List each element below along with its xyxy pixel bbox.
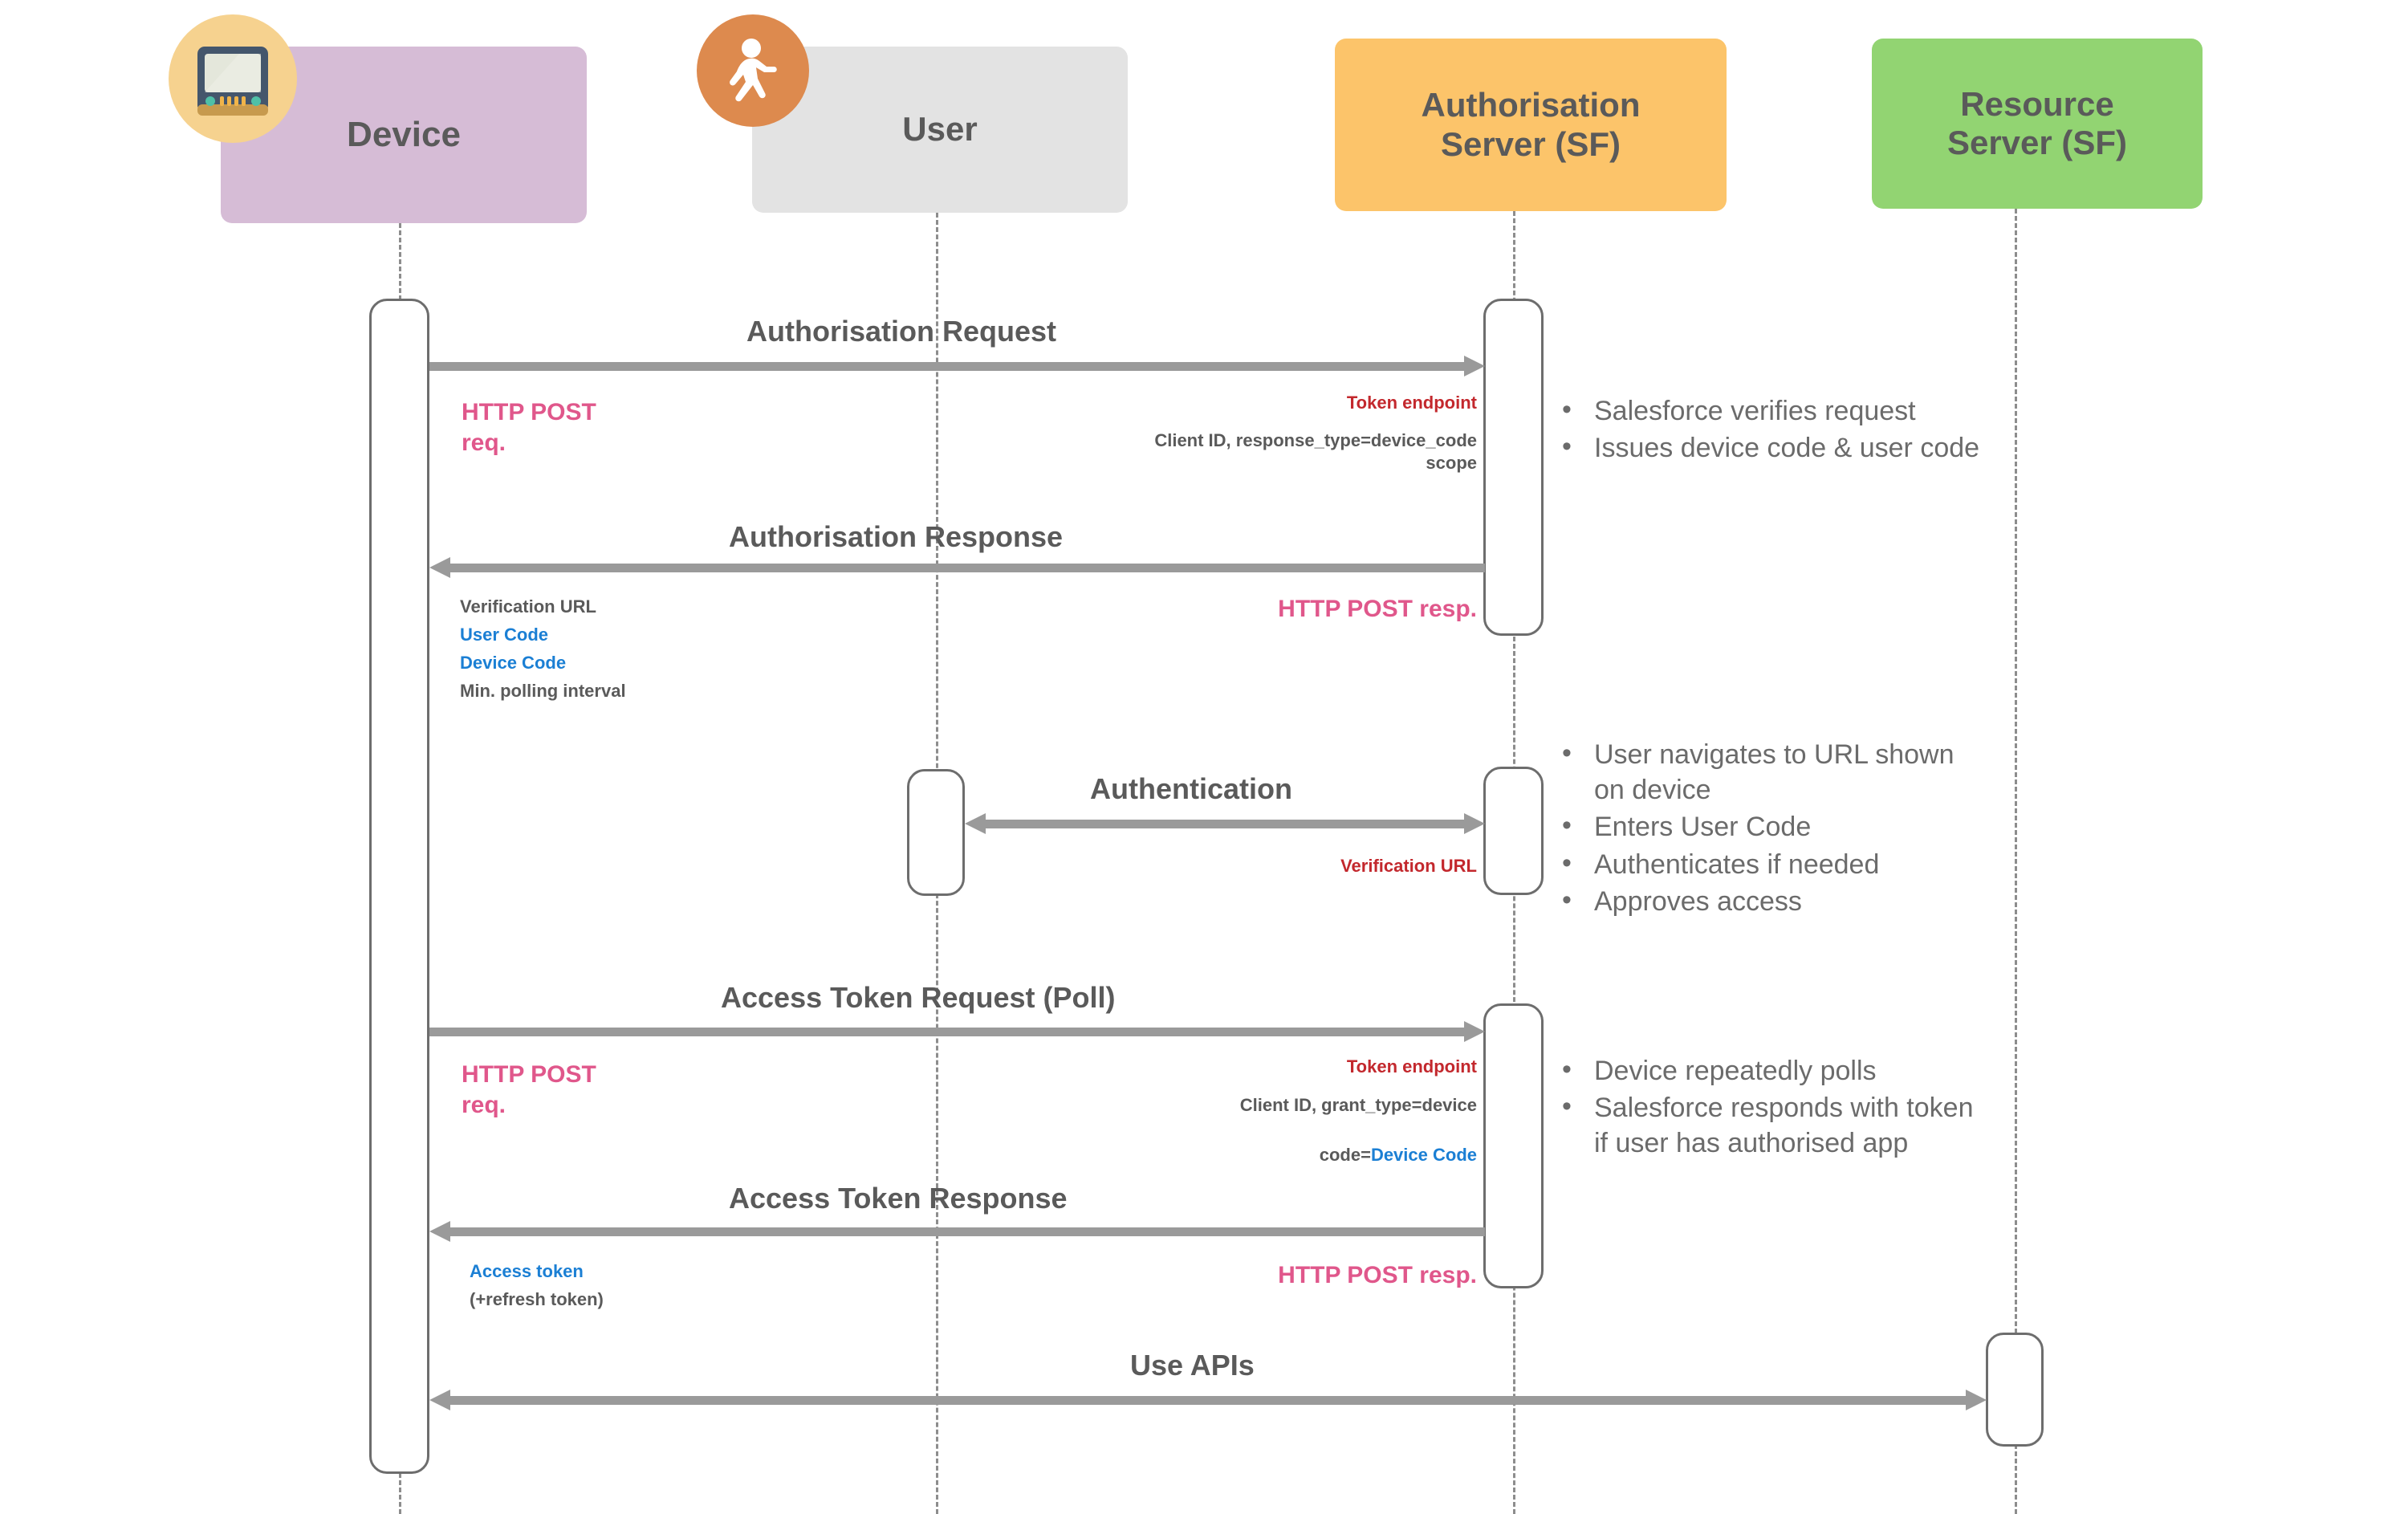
- note-verification-url: Verification URL: [460, 596, 596, 617]
- note-request-params-2-line2: code=Device Code: [907, 1121, 1477, 1166]
- user-auth-notes: User navigates to URL shown on device En…: [1557, 735, 1959, 921]
- message-label-access-token-response: Access Token Response: [729, 1182, 1068, 1215]
- activation-auth-1: [1483, 299, 1544, 636]
- arrow-authorisation-response: [429, 557, 1485, 578]
- grant-code-prefix: code=: [1319, 1145, 1371, 1166]
- participant-resource-server[interactable]: Resource Server (SF): [1872, 39, 2203, 209]
- note-min-polling-interval: Min. polling interval: [460, 681, 626, 701]
- device-monitor-icon: [169, 14, 297, 143]
- note-refresh-token: (+refresh token): [470, 1289, 604, 1309]
- participant-auth-server[interactable]: Authorisation Server (SF): [1335, 39, 1727, 211]
- list-item: Issues device code & user code: [1557, 429, 2007, 466]
- walking-person-icon: [697, 14, 809, 127]
- grant-code-device-code: Device Code: [1370, 1145, 1477, 1166]
- note-token-endpoint-1: Token endpoint: [1346, 393, 1477, 413]
- list-item: Device repeatedly polls: [1557, 1052, 1975, 1089]
- message-label-use-apis: Use APIs: [1130, 1349, 1255, 1382]
- note-user-code: User Code: [460, 625, 549, 645]
- note-http-post-resp-2: HTTP POST resp.: [1278, 1262, 1477, 1288]
- participant-user[interactable]: User: [752, 47, 1128, 213]
- arrow-authentication: [965, 813, 1485, 834]
- lifeline-resource: [2015, 209, 2017, 1514]
- arrow-access-token-request: [429, 1021, 1485, 1042]
- arrow-access-token-response: [429, 1221, 1485, 1242]
- participant-auth-server-label: Authorisation Server (SF): [1421, 86, 1641, 163]
- note-verification-url-auth: Verification URL: [1340, 856, 1477, 876]
- activation-device: [369, 299, 429, 1474]
- activation-auth-3: [1483, 1003, 1544, 1288]
- auth-server-verify-notes: Salesforce verifies request Issues devic…: [1557, 392, 2007, 467]
- note-token-endpoint-2: Token endpoint: [1346, 1056, 1477, 1076]
- list-item: User navigates to URL shown on device: [1557, 735, 1959, 808]
- activation-user: [907, 769, 965, 896]
- arrow-authorisation-request: [429, 356, 1485, 376]
- note-http-post-req-2: HTTP POST req.: [462, 1061, 596, 1119]
- list-item: Approves access: [1557, 882, 1959, 919]
- activation-resource: [1986, 1333, 2044, 1447]
- note-device-code: Device Code: [460, 653, 567, 673]
- participant-user-label: User: [902, 110, 978, 149]
- note-request-params-1: Client ID, response_type=device_code sco…: [1154, 430, 1477, 474]
- list-item: Authenticates if needed: [1557, 845, 1959, 882]
- message-label-authorisation-response: Authorisation Response: [729, 520, 1064, 553]
- polling-notes: Device repeatedly polls Salesforce respo…: [1557, 1052, 1975, 1163]
- list-item: Salesforce responds with token if user h…: [1557, 1089, 1975, 1161]
- activation-auth-2: [1483, 767, 1544, 895]
- message-label-authentication: Authentication: [1090, 772, 1292, 805]
- list-item: Salesforce verifies request: [1557, 392, 2007, 429]
- note-access-token: Access token: [470, 1261, 584, 1281]
- note-http-post-resp-1: HTTP POST resp.: [1278, 596, 1477, 622]
- message-label-access-token-request: Access Token Request (Poll): [721, 981, 1116, 1014]
- list-item: Enters User Code: [1557, 808, 1959, 845]
- participant-resource-server-label: Resource Server (SF): [1946, 84, 2128, 161]
- arrow-use-apis: [429, 1390, 1987, 1410]
- message-label-authorisation-request: Authorisation Request: [746, 315, 1057, 348]
- note-http-post-req-1: HTTP POST req.: [462, 399, 596, 457]
- note-request-params-2-line1: Client ID, grant_type=device: [1239, 1095, 1477, 1115]
- participant-device-label: Device: [347, 114, 461, 154]
